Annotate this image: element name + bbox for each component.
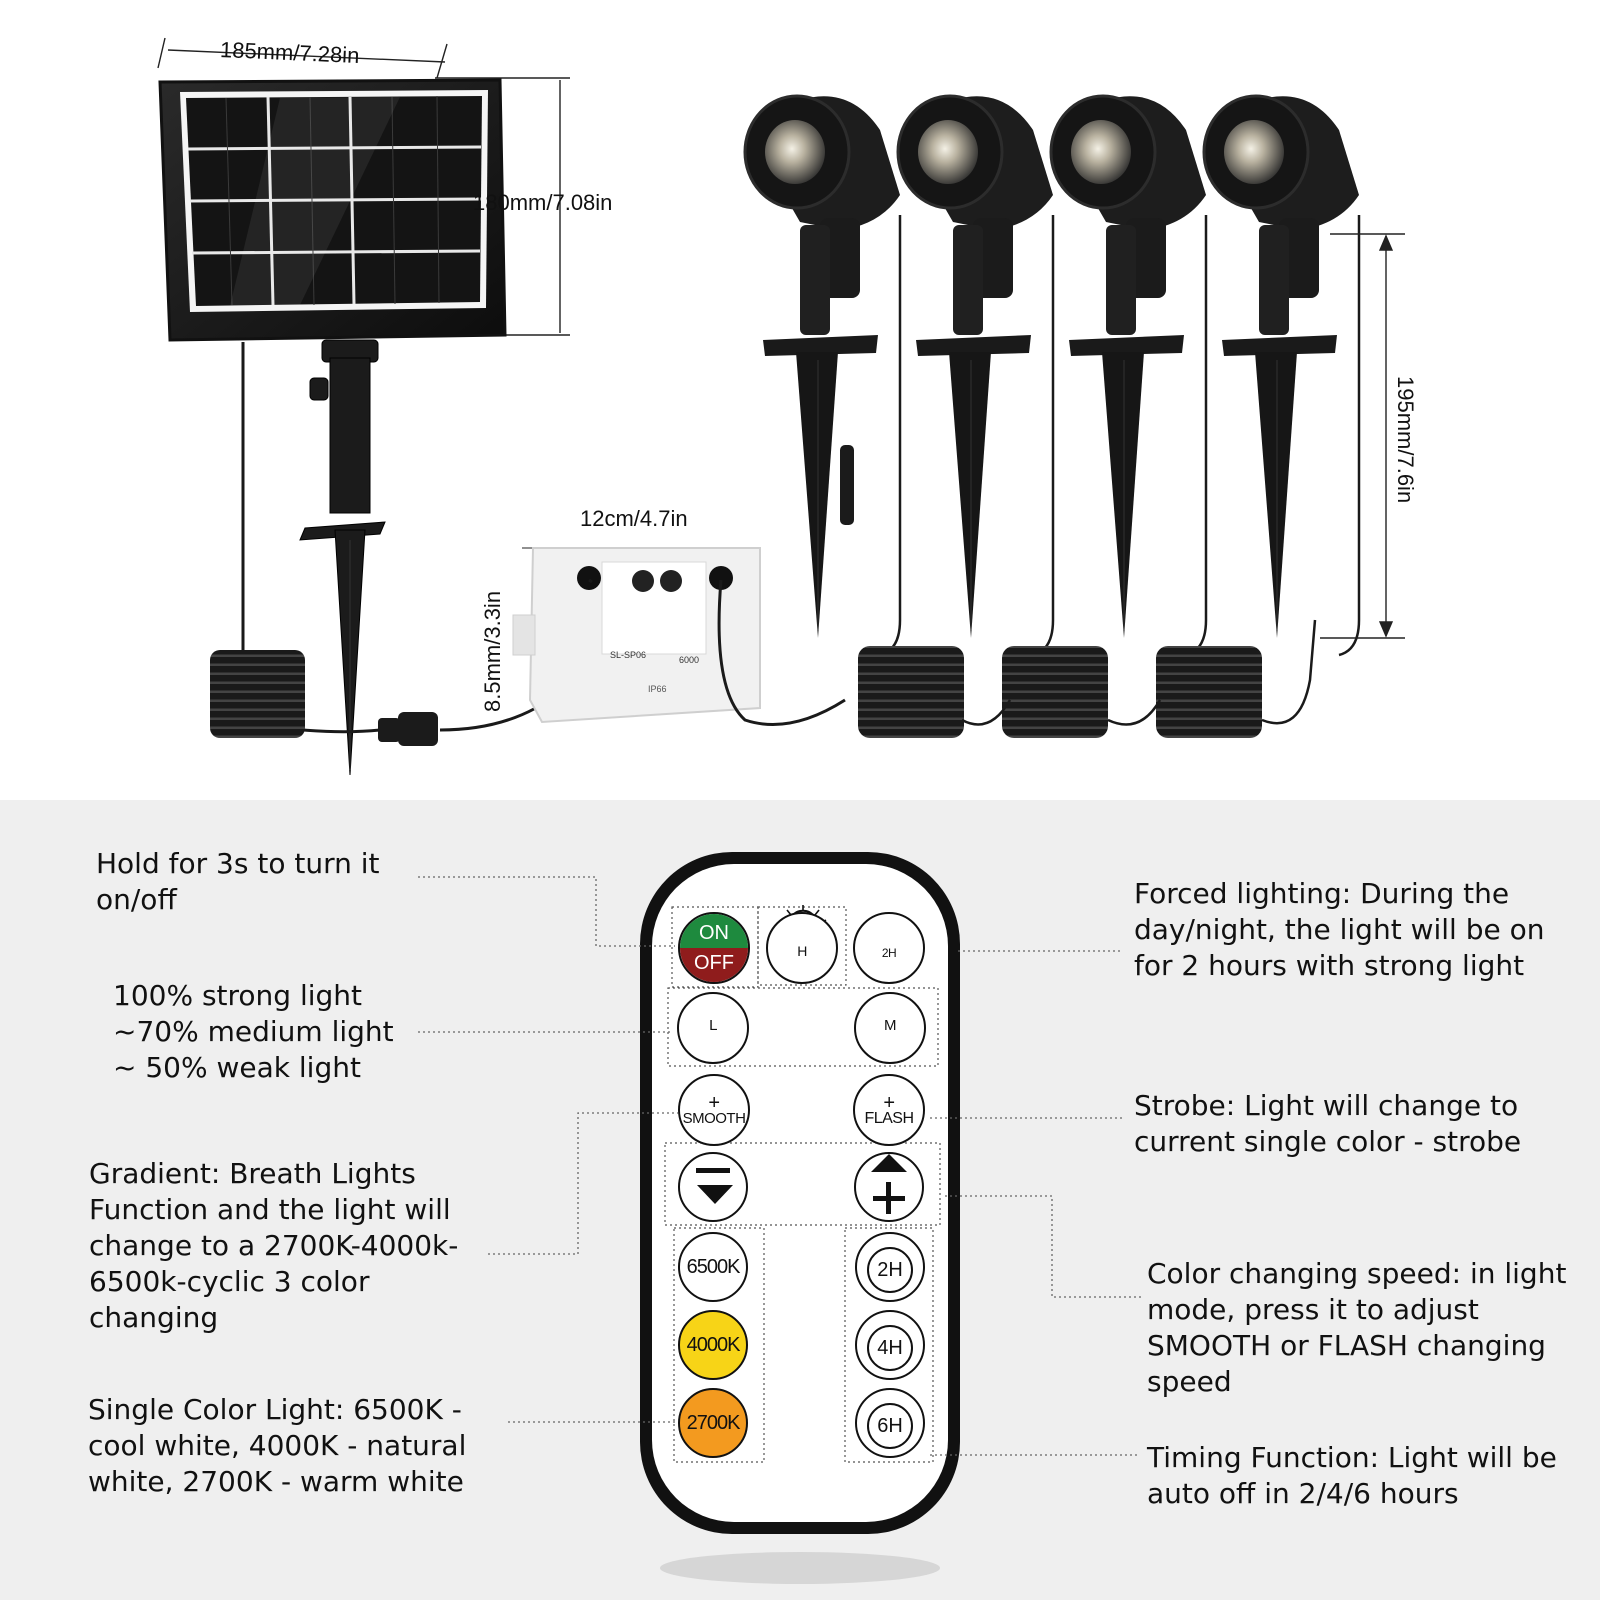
panel-height-dimension	[435, 77, 570, 336]
smooth-button[interactable]: + SMOOTH	[678, 1074, 750, 1146]
timer-6h-label: 6H	[877, 1414, 903, 1437]
high-bulb-icon: H	[797, 943, 807, 959]
stopwatch-icon: 6H	[867, 1403, 913, 1449]
cable-coil	[858, 646, 964, 738]
off-label: OFF	[694, 952, 734, 974]
connector	[378, 712, 438, 746]
low-brightness-button[interactable]: L	[677, 992, 749, 1064]
cct-2700k-button[interactable]: 2700K	[678, 1388, 748, 1458]
light-height-label: 195mm/7.6in	[1393, 376, 1418, 504]
high-brightness-button[interactable]: H	[766, 912, 838, 984]
panel-height-label: 180mm/7.08in	[473, 190, 613, 215]
light-height-dimension	[1320, 233, 1405, 639]
cable-coil	[1156, 646, 1262, 738]
speed-down-button[interactable]	[678, 1152, 748, 1222]
cct-4000k-button[interactable]: 4000K	[678, 1310, 748, 1380]
panel-width-dimension	[157, 37, 448, 79]
on-off-button[interactable]: ON OFF	[678, 912, 750, 984]
timer-6h-button[interactable]: 6H	[855, 1388, 925, 1458]
boost-2h-button[interactable]: 2H	[853, 912, 925, 984]
spotlights	[743, 94, 1361, 657]
note-brightness-strong: 100% strong light	[113, 979, 363, 1012]
smooth-label: SMOOTH	[682, 1109, 746, 1127]
flash-button[interactable]: + FLASH	[853, 1074, 925, 1146]
cct-6500k-label: 6500K	[686, 1255, 741, 1278]
note-gradient: Gradient: Breath Lights Function and the…	[89, 1157, 459, 1334]
cct-2700k-label: 2700K	[686, 1411, 741, 1434]
timer-4h-button[interactable]: 4H	[855, 1310, 925, 1380]
cct-6500k-button[interactable]: 6500K	[678, 1232, 748, 1302]
svg-text:SL-SP06: SL-SP06	[610, 650, 646, 660]
note-brightness: 100% strong light ~70% medium light ~ 50…	[113, 978, 413, 1086]
note-forced: Forced lighting: During the day/night, t…	[1134, 877, 1545, 982]
note-single-color: Single Color Light: 6500K - cool white, …	[88, 1393, 467, 1498]
timer-2h-label: 2H	[877, 1258, 903, 1281]
low-bulb-icon: L	[709, 1017, 717, 1034]
cable-coil	[1002, 646, 1108, 738]
product-illustration: SL-SP06 6000 IP66	[157, 37, 1405, 776]
note-timing: Timing Function: Light will be auto off …	[1147, 1441, 1557, 1510]
box-height-label: 8.5mm/3.3in	[480, 590, 505, 712]
stopwatch-icon: 4H	[867, 1325, 913, 1371]
timer-2h-button[interactable]: 2H	[855, 1232, 925, 1302]
panel-stake	[299, 339, 386, 776]
note-strobe: Strobe: Light will change to current sin…	[1134, 1089, 1522, 1158]
smooth-plus-icon: +	[708, 1091, 720, 1114]
note-brightness-medium: ~70% medium light	[113, 1015, 394, 1048]
note-speed: Color changing speed: in light mode, pre…	[1147, 1257, 1567, 1398]
cable-coil	[210, 650, 305, 738]
stopwatch-icon: 2H	[867, 1247, 913, 1293]
timer-4h-label: 4H	[877, 1336, 903, 1359]
flash-label: FLASH	[864, 1109, 914, 1127]
medium-bulb-icon: M	[884, 1017, 897, 1034]
flash-plus-icon: +	[883, 1091, 895, 1114]
speed-up-button[interactable]	[854, 1152, 924, 1222]
solar-panel	[158, 78, 507, 342]
medium-brightness-button[interactable]: M	[854, 992, 926, 1064]
on-label: ON	[699, 922, 729, 944]
boost-bulb-icon: 2H	[881, 946, 897, 960]
control-box: SL-SP06 6000 IP66	[512, 547, 761, 724]
note-brightness-weak: ~ 50% weak light	[113, 1051, 361, 1084]
svg-text:6000: 6000	[679, 655, 699, 665]
note-onoff: Hold for 3s to turn it on/off	[96, 847, 380, 916]
cct-4000k-label: 4000K	[686, 1333, 741, 1356]
svg-text:IP66: IP66	[648, 684, 667, 694]
box-width-label: 12cm/4.7in	[580, 506, 688, 531]
